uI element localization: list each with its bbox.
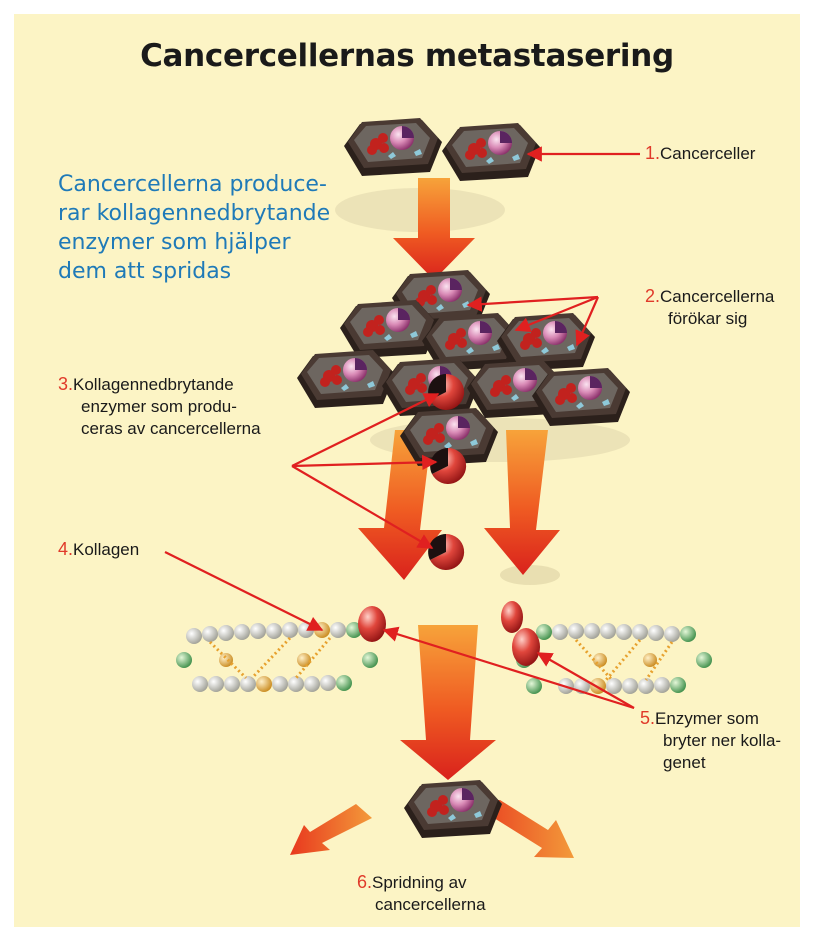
label-line: Kollagen [73,540,139,559]
label-line: bryter ner kolla- [640,730,781,752]
label-enzymes-produced: 3.Kollagennedbrytande enzymer som produ-… [58,373,261,440]
step-number: 1. [645,143,660,163]
collagen-strand-left [176,622,378,692]
intro-line: rar kollagennedbrytande [58,199,358,228]
page-title: Cancercellernas metastasering [0,38,814,74]
step-number: 6. [357,872,372,892]
step-number: 2. [645,286,660,306]
step-number: 3. [58,374,73,394]
label-line: cancercellerna [357,894,486,916]
label-cancer-cells: 1.Cancerceller [645,142,755,165]
step-number: 4. [58,539,73,559]
shadow [500,565,560,585]
label-proliferation: 2.Cancercellerna förökar sig [645,285,774,330]
label-collagen: 4.Kollagen [58,538,139,561]
label-line: Cancerceller [660,144,755,163]
cancer-cell-spreading [404,780,502,838]
label-line: Kollagennedbrytande [73,375,234,394]
label-line: Enzymer som [655,709,759,728]
step-number: 5. [640,708,655,728]
intro-line: Cancercellerna produce- [58,170,358,199]
label-line: enzymer som produ- [58,396,261,418]
label-line: ceras av cancercellerna [58,418,261,440]
arrow-label-4 [165,552,322,630]
label-enzymes-break-collagen: 5.Enzymer som bryter ner kolla- genet [640,707,781,774]
flow-arrow-down-center [400,625,496,780]
intro-line: enzymer som hjälper [58,228,358,257]
flow-arrow-spread-left [290,804,372,855]
intro-line: dem att spridas [58,257,358,286]
label-line: förökar sig [645,308,774,330]
intro-text: Cancercellerna produce- rar kollagennedb… [58,170,358,286]
label-line: genet [640,752,781,774]
label-line: Spridning av [372,873,467,892]
cancer-cell-group-1 [344,118,540,181]
label-spreading: 6.Spridning av cancercellerna [357,871,486,916]
label-line: Cancercellerna [660,287,774,306]
